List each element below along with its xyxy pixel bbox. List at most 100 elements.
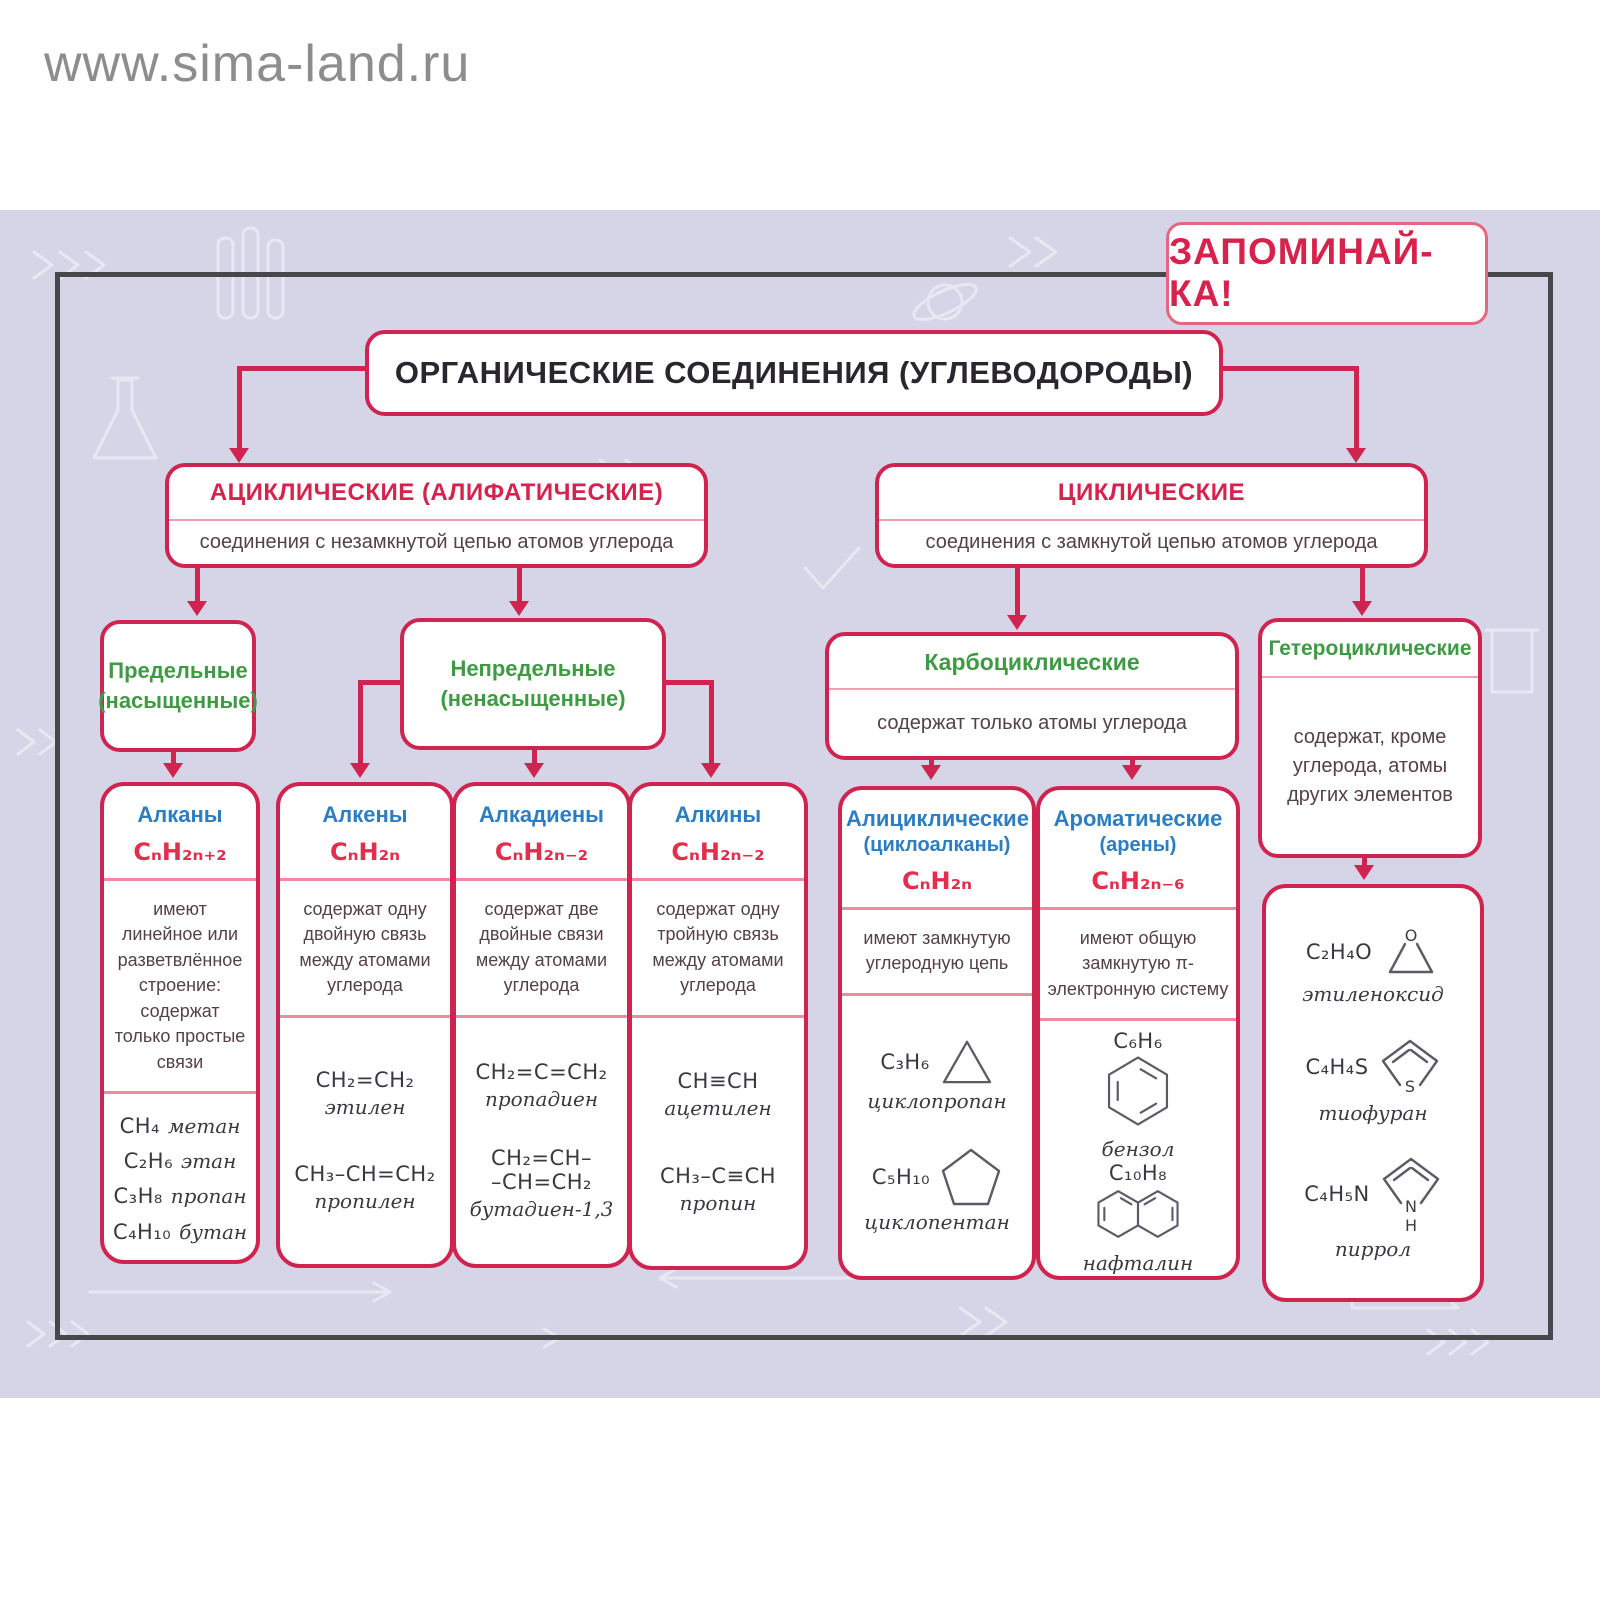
example-name: тиофуран bbox=[1318, 1100, 1428, 1125]
branch-subtitle: соединения с замкнутой цепью атомов угле… bbox=[879, 519, 1424, 564]
example-name: этиленоксид bbox=[1302, 982, 1444, 1007]
examples-list: C₆H₆ бензол C₁₀H₈ bbox=[1040, 1018, 1236, 1283]
example-item: C₄H₅N N H пиррол bbox=[1304, 1154, 1442, 1261]
connector-line bbox=[171, 744, 176, 766]
example-formula: CH₄ bbox=[119, 1113, 160, 1138]
sulfur-atom-label: S bbox=[1404, 1077, 1414, 1096]
branch-title: ЦИКЛИЧЕСКИЕ bbox=[1057, 479, 1246, 506]
column-heterocyclic-examples: C₂H₄O O этиленоксид C₄H₄S bbox=[1262, 884, 1484, 1302]
column-alkadienes: Алкадиены CₙH₂ₙ₋₂ содержат две двойные с… bbox=[452, 782, 631, 1268]
nitrogen-atom-label: N bbox=[1405, 1197, 1417, 1216]
pyrrole-structure: N H bbox=[1382, 1157, 1439, 1234]
hydrogen-atom-label: H bbox=[1405, 1216, 1417, 1234]
group-saturated: Предельные (насыщенные) bbox=[98, 620, 258, 752]
example-name: ацетилен bbox=[664, 1096, 772, 1121]
example-item: CH₃–CH=CH₂ пропилен bbox=[294, 1162, 435, 1213]
class-description: содержат одну тройную связь между атомам… bbox=[632, 877, 804, 1015]
class-name-2: (циклоалканы) bbox=[863, 833, 1011, 856]
arrow-down-icon bbox=[509, 601, 529, 616]
example-formula: –CH=CH₂ bbox=[491, 1170, 592, 1195]
general-formula: CₙH₂ₙ₋₂ bbox=[671, 837, 765, 866]
connector-line bbox=[517, 560, 522, 604]
arrow-down-icon bbox=[1352, 601, 1372, 616]
general-formula: CₙH₂ₙ₊₂ bbox=[133, 837, 227, 866]
examples-list: CH≡CH ацетилен CH₃–C≡CH пропин bbox=[632, 1014, 804, 1266]
class-description: содержат две двойные связи между атомами… bbox=[456, 877, 627, 1015]
example-formula: C₄H₄S bbox=[1305, 1054, 1369, 1079]
group-name-line2: (насыщенные) bbox=[98, 688, 258, 713]
class-name: Алициклические bbox=[846, 806, 1029, 831]
example-formula: C₅H₁₀ bbox=[871, 1164, 931, 1189]
group-heterocyclic: Гетероциклические содержат, кроме углеро… bbox=[1258, 618, 1482, 858]
arrow-down-icon bbox=[350, 763, 370, 778]
example-item: C₃H₈ пропан bbox=[114, 1181, 247, 1208]
ethylene-oxide-structure: O bbox=[1388, 926, 1434, 974]
column-header: Алкены CₙH₂ₙ bbox=[280, 786, 450, 878]
class-name: Алкадиены bbox=[479, 802, 604, 827]
example-formula: C₆H₆ bbox=[1113, 1029, 1163, 1054]
connector-line bbox=[358, 680, 400, 685]
naphthalene-structure bbox=[1097, 1190, 1179, 1239]
connector-line bbox=[1362, 850, 1367, 868]
thiophene-structure: S bbox=[1381, 1039, 1438, 1096]
example-name: пропилен bbox=[314, 1189, 416, 1214]
arrow-down-icon bbox=[921, 765, 941, 780]
group-subtitle: содержат только атомы углерода bbox=[829, 688, 1235, 756]
connector-line bbox=[237, 366, 242, 450]
example-formula: C₄H₅N bbox=[1304, 1181, 1370, 1206]
root-title: ОРГАНИЧЕСКИЕ СОЕДИНЕНИЯ (УГЛЕВОДОРОДЫ) bbox=[394, 355, 1194, 390]
branch-subtitle: соединения с незамкнутой цепью атомов уг… bbox=[169, 519, 704, 564]
class-description: имеют замкнутую углеродную цепь bbox=[842, 906, 1032, 993]
example-formula: C₂H₆ bbox=[123, 1148, 174, 1173]
column-alkanes: Алканы CₙH₂ₙ₊₂ имеют линейное или развет… bbox=[100, 782, 260, 1264]
connector-line bbox=[929, 752, 934, 768]
group-carbocyclic: Карбоциклические содержат только атомы у… bbox=[825, 632, 1239, 760]
brand-badge: ЗАПОМИНАЙ-КА! bbox=[1166, 222, 1488, 325]
watermark: www.sima-land.ru bbox=[44, 35, 471, 93]
connector-line bbox=[1015, 560, 1020, 618]
examples-list: CH₂=CH₂ этилен CH₃–CH=CH₂ пропилен bbox=[280, 1014, 450, 1264]
example-name: бутадиен-1,3 bbox=[469, 1197, 614, 1222]
cyclopropane-structure bbox=[942, 1040, 991, 1084]
class-name-2: (арены) bbox=[1099, 833, 1177, 856]
general-formula: CₙH₂ₙ bbox=[901, 866, 973, 895]
group-name-line2: (ненасыщенные) bbox=[440, 686, 626, 711]
column-header: Алкины CₙH₂ₙ₋₂ bbox=[632, 786, 804, 878]
cyclopentane-structure bbox=[941, 1148, 1001, 1206]
example-name: этан bbox=[181, 1148, 237, 1173]
group-title: Карбоциклические bbox=[924, 648, 1140, 675]
example-name: пропадиен bbox=[484, 1087, 599, 1112]
column-header: Алканы CₙH₂ₙ₊₂ bbox=[104, 786, 256, 878]
example-formula: CH₂=CH– bbox=[491, 1146, 592, 1171]
branch-title: АЦИКЛИЧЕСКИЕ (АЛИФАТИЧЕСКИЕ) bbox=[209, 479, 664, 506]
root-node: ОРГАНИЧЕСКИЕ СОЕДИНЕНИЯ (УГЛЕВОДОРОДЫ) bbox=[365, 330, 1223, 416]
arrow-down-icon bbox=[163, 763, 183, 778]
examples-list: C₂H₄O O этиленоксид C₄H₄S bbox=[1266, 888, 1480, 1298]
column-alkenes: Алкены CₙH₂ₙ содержат одну двойную связь… bbox=[276, 782, 454, 1268]
group-name-line1: Непредельные bbox=[450, 656, 616, 682]
arrow-down-icon bbox=[1346, 448, 1366, 463]
connector-line bbox=[1360, 560, 1365, 604]
example-item: C₆H₆ бензол bbox=[1101, 1029, 1175, 1161]
example-name: пропан bbox=[170, 1184, 247, 1209]
example-formula: C₂H₄O bbox=[1305, 940, 1373, 965]
arrow-down-icon bbox=[187, 601, 207, 616]
example-name: этилен bbox=[324, 1095, 406, 1120]
column-header: Алициклические (циклоалканы) CₙH₂ₙ bbox=[842, 790, 1032, 907]
connector-line bbox=[709, 680, 714, 766]
arrow-down-icon bbox=[1354, 865, 1374, 880]
example-name: нафталин bbox=[1082, 1251, 1194, 1276]
example-name: бутан bbox=[179, 1219, 248, 1244]
example-name: бензол bbox=[1101, 1137, 1175, 1162]
arrow-down-icon bbox=[524, 763, 544, 778]
class-name: Ароматические bbox=[1053, 806, 1223, 831]
example-formula: C₁₀H₈ bbox=[1108, 1161, 1168, 1186]
oxygen-atom-label: O bbox=[1405, 926, 1418, 945]
branch-cyclic: ЦИКЛИЧЕСКИЕ соединения с замкнутой цепью… bbox=[875, 463, 1428, 568]
general-formula: CₙH₂ₙ₋₆ bbox=[1091, 866, 1185, 895]
example-name: пиррол bbox=[1334, 1236, 1412, 1261]
example-name: метан bbox=[167, 1113, 241, 1138]
benzene-structure bbox=[1107, 1056, 1169, 1126]
group-unsaturated: Непредельные (ненасыщенные) bbox=[400, 618, 666, 750]
